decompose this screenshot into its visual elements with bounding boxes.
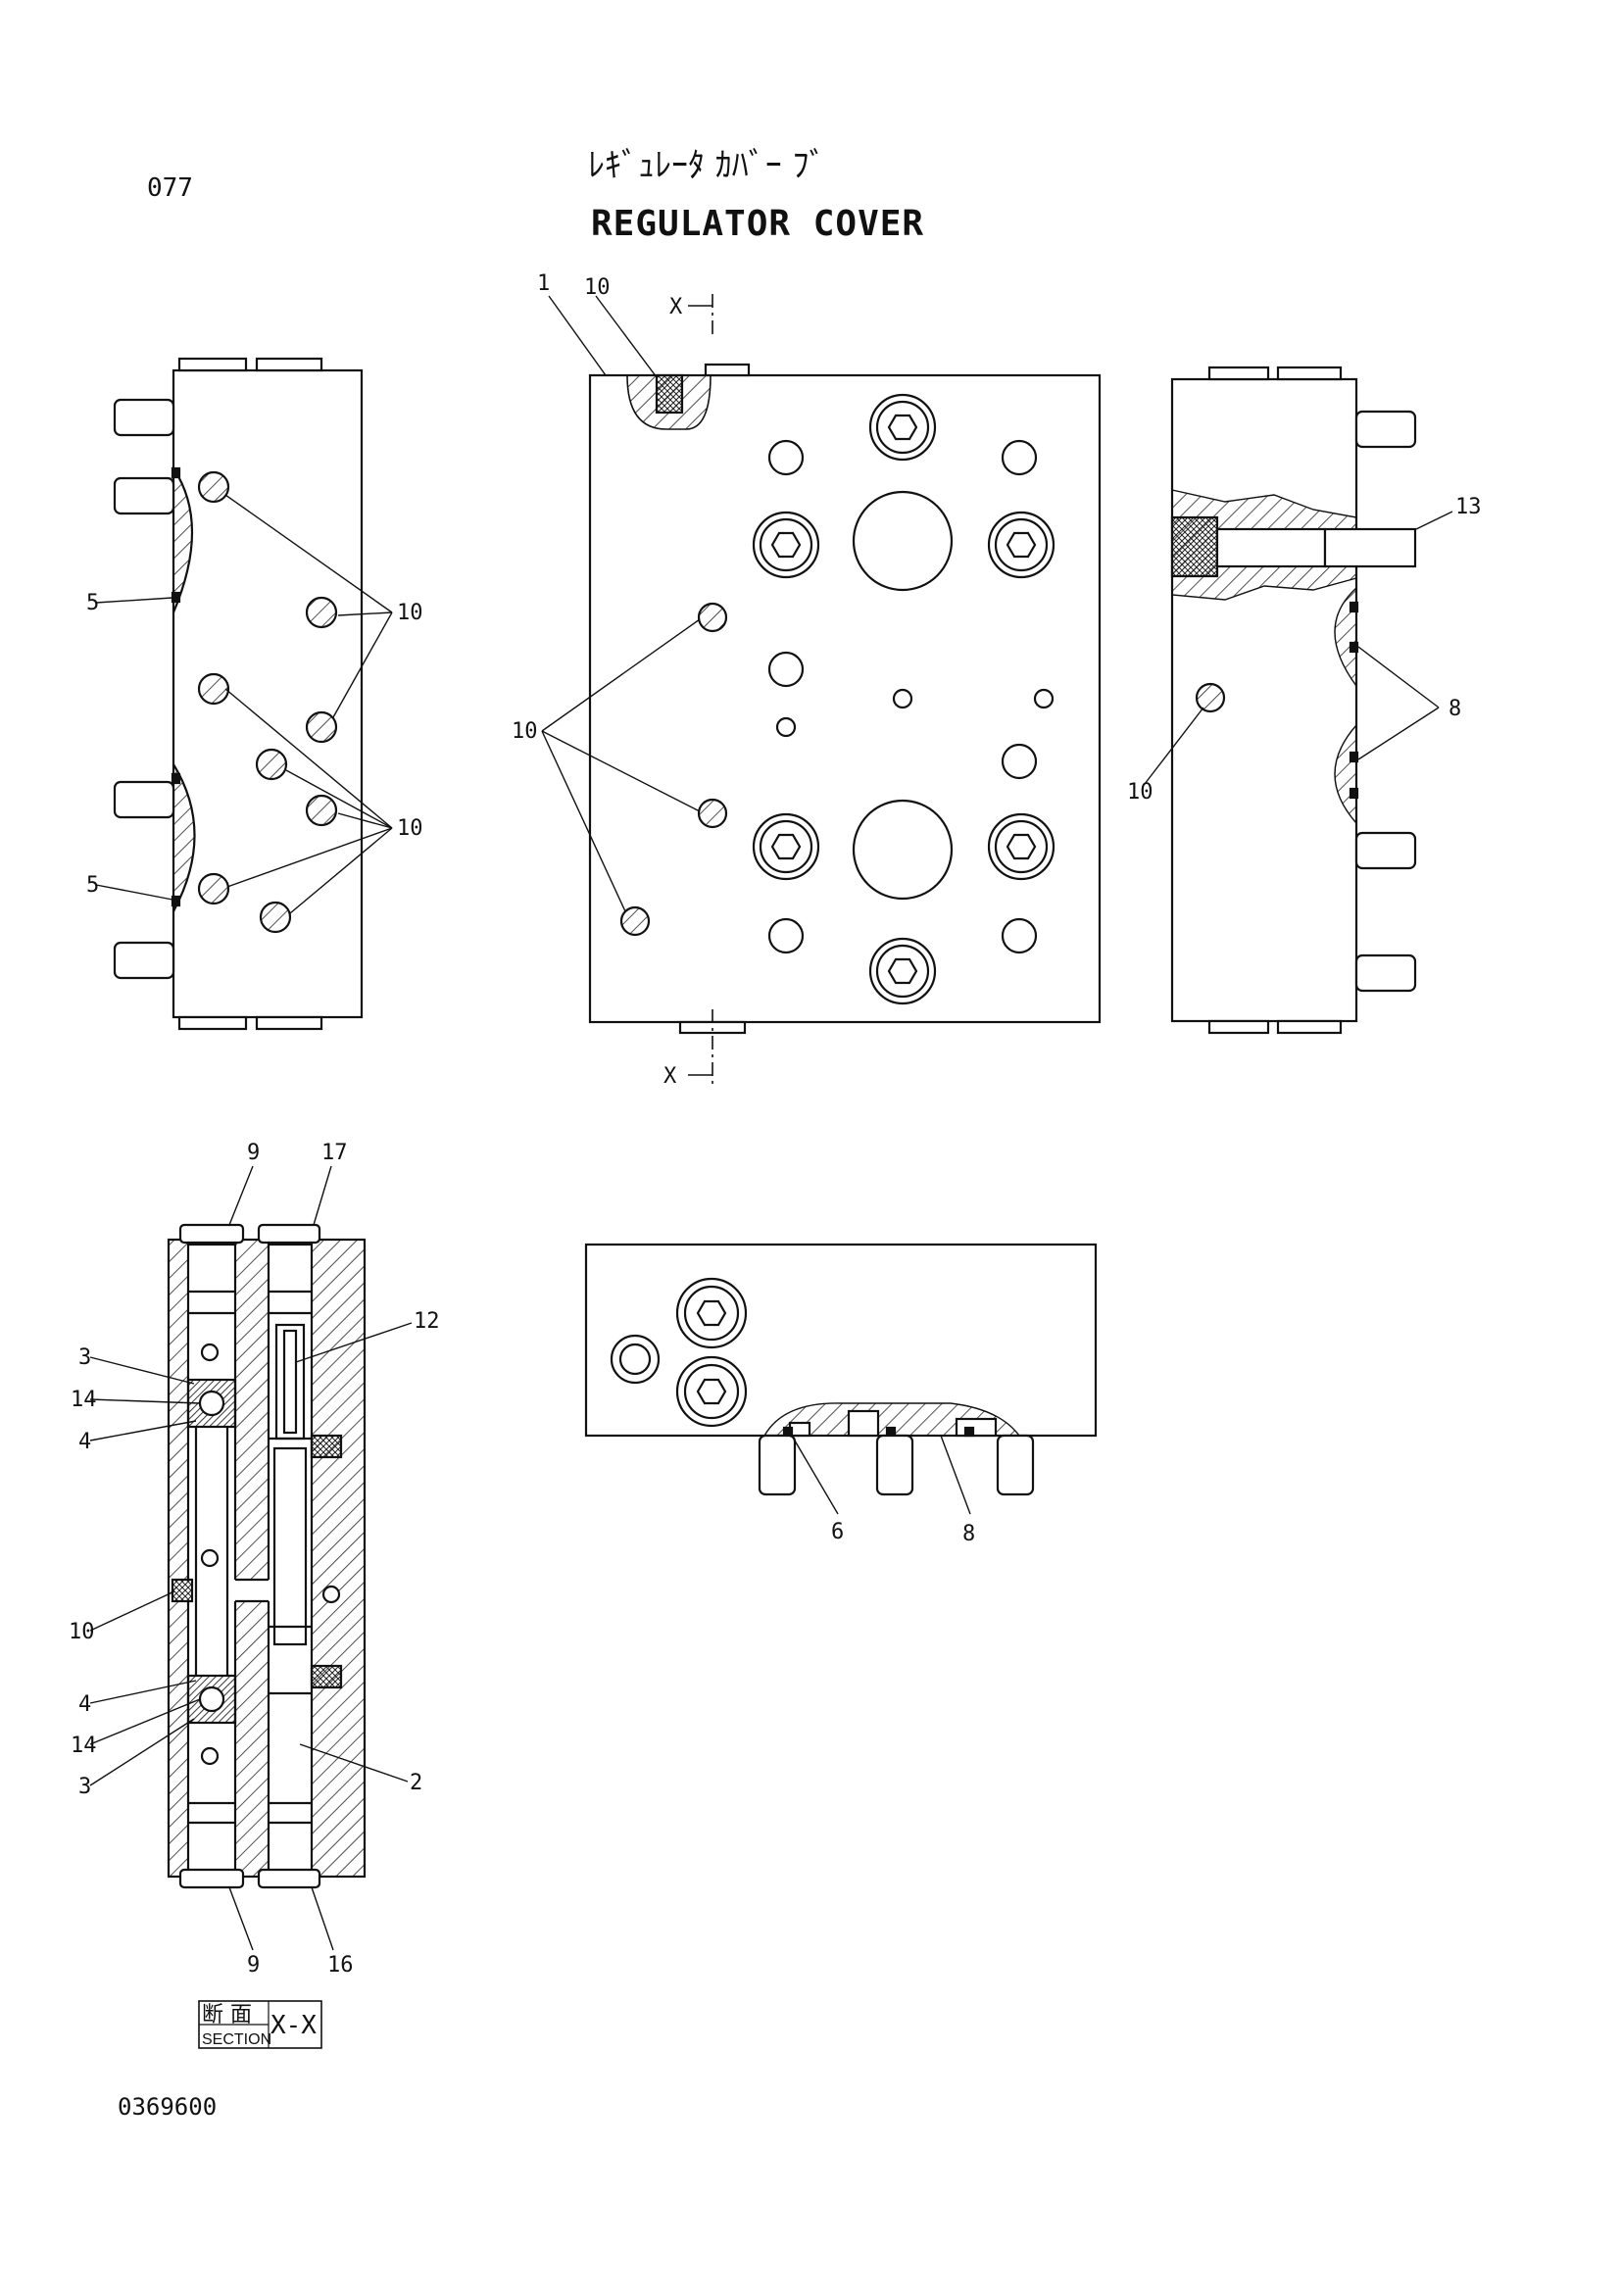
callout-part-16: 16 <box>327 1953 354 1978</box>
callout-part-9-top: 9 <box>247 1141 260 1165</box>
bottom-view-leaders <box>791 1435 971 1515</box>
callout-part-17: 17 <box>321 1141 348 1165</box>
section-marker-top: X <box>669 295 683 319</box>
callout-part-10-section: 10 <box>69 1620 95 1644</box>
callout-part-2: 2 <box>410 1771 422 1795</box>
bottom-view <box>584 1243 1098 1496</box>
right-side-view <box>1170 366 1417 1035</box>
right-view-leaders <box>1144 511 1453 785</box>
page-code: 077 <box>147 173 193 203</box>
callout-part-9-bottom: 9 <box>247 1953 260 1978</box>
front-view-leaders <box>541 295 701 912</box>
callout-part-3-lower: 3 <box>78 1775 91 1799</box>
left-side-view <box>113 357 364 1031</box>
callout-part-10-right: 10 <box>1127 780 1154 805</box>
callout-part-10-left-upper: 10 <box>397 601 423 625</box>
callout-part-12: 12 <box>414 1309 440 1334</box>
front-view <box>588 363 1102 1035</box>
callout-part-8-bottom: 8 <box>962 1522 975 1546</box>
section-label-en: SECTION <box>202 2031 271 2048</box>
left-view-leaders <box>95 494 393 914</box>
section-label: 断 面 SECTION X-X <box>198 2000 322 2049</box>
callout-part-10-top: 10 <box>584 275 611 300</box>
callout-part-14-lower: 14 <box>71 1734 97 1758</box>
section-label-id: X-X <box>270 2011 317 2040</box>
section-cut-markers <box>688 294 713 1088</box>
callout-part-6: 6 <box>831 1520 844 1544</box>
callout-part-14-upper: 14 <box>71 1388 97 1412</box>
drawing-number: 0369600 <box>118 2093 217 2121</box>
callout-part-10-front: 10 <box>512 719 538 744</box>
callout-part-10-left-lower: 10 <box>397 816 423 841</box>
section-x-x-view <box>167 1223 367 1889</box>
title-japanese: ﾚｷﾞｭﾚｰﾀ ｶﾊﾞｰ ﾌﾞ <box>588 146 826 185</box>
callout-part-5-lower: 5 <box>86 873 99 898</box>
section-marker-bottom: X <box>663 1064 677 1089</box>
callout-part-4-upper: 4 <box>78 1430 91 1454</box>
callout-part-3-upper: 3 <box>78 1345 91 1370</box>
page-title: REGULATOR COVER <box>591 204 924 244</box>
callout-part-8-right: 8 <box>1448 697 1461 721</box>
callout-part-13: 13 <box>1455 495 1482 519</box>
section-view-leaders <box>89 1165 413 1951</box>
section-label-jp: 断 面 <box>202 2003 252 2027</box>
callout-part-5-upper: 5 <box>86 591 99 615</box>
callout-part-1: 1 <box>537 271 550 296</box>
callout-part-4-lower: 4 <box>78 1692 91 1717</box>
